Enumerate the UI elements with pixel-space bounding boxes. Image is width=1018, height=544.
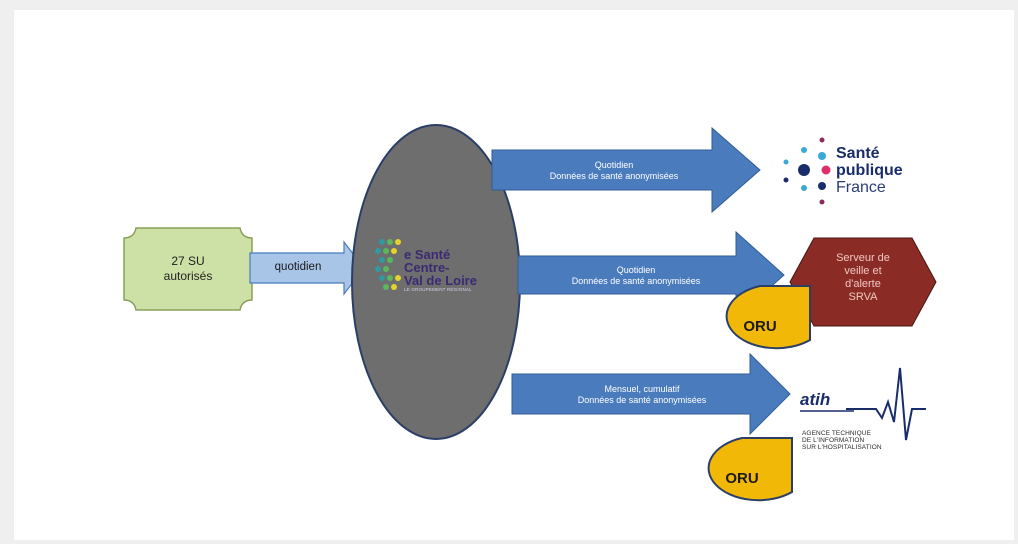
esante-title-line1: e Santé — [404, 247, 451, 262]
source-box-shape — [123, 227, 253, 311]
diagram-shapes — [123, 124, 937, 502]
spf-dots — [783, 137, 831, 205]
arrow-3-line1: Mensuel, cumulatif — [604, 384, 680, 394]
atih-sub2: DE L'INFORMATION — [802, 437, 865, 444]
esante-logo: e Santé Centre- Val de Loire LE GROUPEME… — [404, 248, 514, 292]
arrow-3-label: Mensuel, cumulatif Données de santé anon… — [532, 384, 752, 406]
atih-sub3: SUR L'HOSPITALISATION — [802, 444, 882, 451]
spf-line1: Santé — [836, 145, 880, 162]
spf-line2: publique — [836, 162, 903, 179]
atih-sub1: AGENCE TECHNIQUE — [802, 430, 872, 437]
arrow-2-label: Quotidien Données de santé anonymisées — [534, 265, 738, 287]
oru-2-label: ORU — [725, 470, 759, 487]
oru-2-shape — [707, 437, 793, 502]
arrow-3-line2: Données de santé anonymisées — [577, 395, 707, 405]
diagram-canvas: 27 SU autorisés quotidien e Santé Centre… — [14, 10, 1014, 540]
esante-title-line2: Centre- — [404, 260, 450, 275]
srva-hexagon — [789, 237, 937, 327]
arrow-1-label: Quotidien Données de santé anonymisées — [514, 160, 714, 182]
spf-line3: France — [836, 179, 886, 196]
srva-line2: veille et — [844, 265, 882, 277]
arrow-3-shape — [511, 352, 791, 436]
srva-label: Serveur de veille et d'alerte SRVA — [814, 252, 912, 304]
esante-subtitle: LE GROUPEMENT RÉGIONAL — [404, 287, 472, 292]
quotidien-arrow-label: quotidien — [274, 261, 322, 273]
arrow-2-line1: Quotidien — [616, 265, 656, 275]
source-box-line1: 27 SU — [171, 254, 205, 268]
srva-line1: Serveur de — [836, 252, 890, 264]
source-box-line2: autorisés — [163, 269, 213, 283]
atih-subtitle: AGENCE TECHNIQUE DE L'INFORMATION SUR L'… — [802, 430, 912, 451]
esante-title-line3: Val de Loire — [404, 273, 477, 288]
oru-1-shape — [725, 285, 811, 350]
source-box-label: 27 SU autorisés — [132, 254, 244, 284]
srva-line4: SRVA — [848, 291, 878, 303]
arrow-1-line2: Données de santé anonymisées — [549, 171, 679, 181]
atih-wordmark: atih — [800, 390, 831, 409]
arrow-2-line2: Données de santé anonymisées — [571, 276, 701, 286]
atih-heartbeat-line — [846, 367, 926, 441]
srva-line3: d'alerte — [845, 278, 881, 290]
spf-logo-text: Santé publique France — [836, 145, 956, 196]
esante-dots — [375, 239, 401, 290]
arrow-1-shape — [491, 126, 761, 214]
oru-1-label: ORU — [743, 318, 777, 335]
arrow-1-line1: Quotidien — [594, 160, 634, 170]
